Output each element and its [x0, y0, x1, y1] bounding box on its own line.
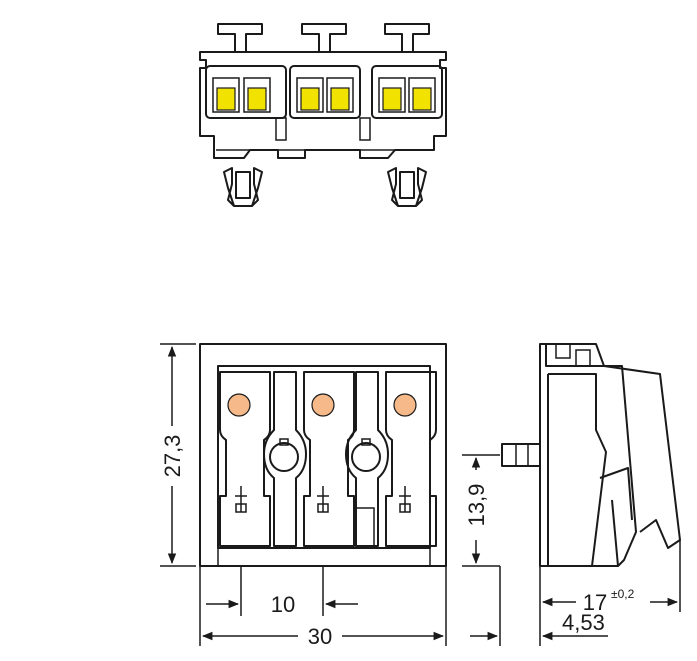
front-view [199, 343, 447, 567]
wire-chambers [205, 65, 443, 141]
front-housing [199, 343, 447, 567]
push-buttons [217, 23, 430, 53]
dim-width-total: 30 [308, 624, 332, 649]
side-view [501, 343, 681, 567]
dim-pin-offset: 4,53 [562, 610, 605, 635]
side-housing [539, 343, 637, 567]
dim-depth-tolerance: ±0,2 [611, 587, 635, 601]
dim-pin-pitch: 10 [271, 592, 295, 617]
dim-depth: 17 [583, 590, 607, 615]
clamping-springs [212, 77, 436, 113]
pin-symbols [235, 486, 411, 513]
dim-height-total: 27,3 [160, 435, 185, 478]
contact-dots [227, 393, 417, 417]
snap-in-legs [223, 167, 427, 207]
side-pin [501, 443, 541, 467]
top-view [199, 23, 447, 207]
dimension-lines [160, 343, 681, 646]
dim-pin-height: 13,9 [464, 484, 489, 527]
